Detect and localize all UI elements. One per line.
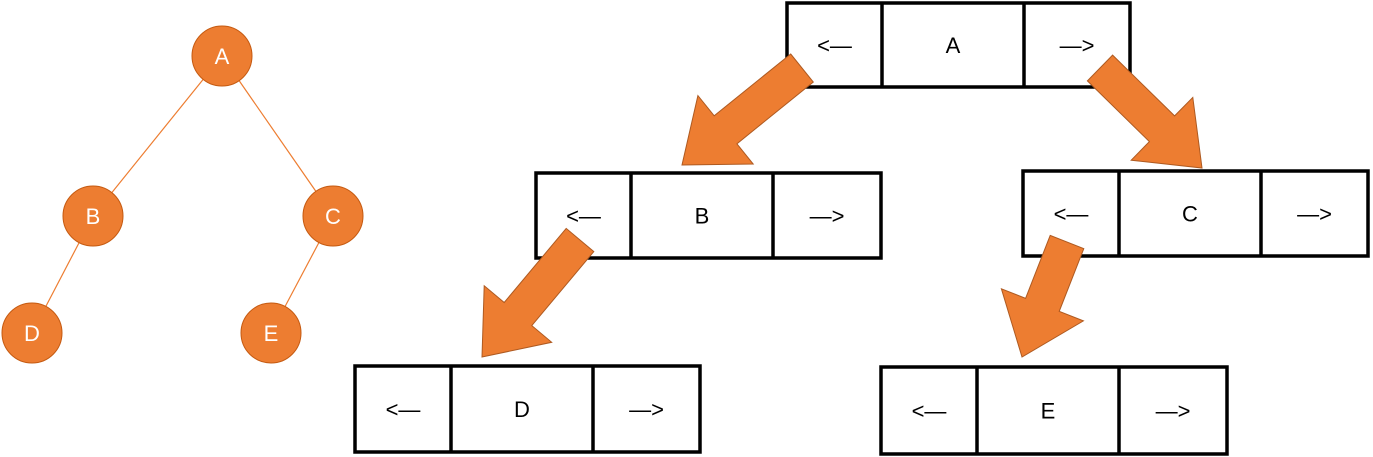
- linked-node-e: <— E —>: [879, 365, 1229, 456]
- tree-node-a: A: [191, 25, 253, 87]
- node-box-outline: [353, 364, 702, 454]
- right-pointer-cell: —>: [810, 204, 845, 229]
- linked-node-c: <— C —>: [1021, 169, 1370, 258]
- pointer-arrows: [481, 53, 1203, 358]
- node-box-outline: [1021, 169, 1370, 258]
- value-cell: E: [1041, 399, 1056, 424]
- node-box-outline: [534, 171, 883, 260]
- right-pointer-cell: —>: [1297, 202, 1332, 227]
- tree-nodes: A B C D E: [1, 25, 364, 364]
- tree-node-circle: [1, 302, 63, 364]
- value-cell: B: [695, 204, 710, 229]
- left-pointer-cell: <—: [912, 399, 947, 424]
- tree-edge-c-e: [284, 242, 320, 307]
- right-pointer-cell: —>: [1156, 399, 1191, 424]
- tree-edge-a-c: [238, 80, 317, 192]
- tree-node-label: B: [86, 204, 101, 229]
- left-pointer-cell: <—: [566, 204, 601, 229]
- tree-node-circle: [240, 302, 302, 364]
- tree-edges: [45, 78, 320, 307]
- tree-node-e: E: [240, 302, 302, 364]
- pointer-arrow-a-to-b: [681, 53, 815, 166]
- tree-node-b: B: [62, 185, 124, 247]
- tree-node-circle: [302, 185, 364, 247]
- tree-node-label: C: [325, 204, 341, 229]
- left-pointer-cell: <—: [817, 33, 852, 58]
- tree-edge-b-d: [45, 242, 80, 307]
- value-cell: D: [514, 397, 530, 422]
- tree-node-circle: [62, 185, 124, 247]
- node-box-outline: [879, 365, 1229, 456]
- tree-edge-a-b: [111, 78, 204, 194]
- value-cell: C: [1182, 202, 1198, 227]
- right-pointer-cell: —>: [629, 397, 664, 422]
- tree-node-d: D: [1, 302, 63, 364]
- linked-node-a: <— A —>: [785, 1, 1132, 89]
- pointer-arrow-a-to-c: [1086, 54, 1203, 169]
- tree-node-circle: [191, 25, 253, 87]
- linked-node-boxes: <— A —> <— B —> <— C —> <— D —> <— E —>: [353, 1, 1370, 456]
- right-pointer-cell: —>: [1060, 33, 1095, 58]
- tree-node-label: D: [24, 321, 40, 346]
- pointer-arrow-b-to-d: [481, 227, 595, 358]
- pointer-arrow-c-to-e: [1000, 234, 1085, 358]
- linked-node-d: <— D —>: [353, 364, 702, 454]
- tree-node-label: E: [264, 321, 279, 346]
- left-pointer-cell: <—: [1054, 202, 1089, 227]
- linked-node-b: <— B —>: [534, 171, 883, 260]
- node-box-outline: [785, 1, 1132, 89]
- left-pointer-cell: <—: [386, 397, 421, 422]
- value-cell: A: [946, 33, 961, 58]
- tree-node-c: C: [302, 185, 364, 247]
- tree-node-label: A: [215, 44, 230, 69]
